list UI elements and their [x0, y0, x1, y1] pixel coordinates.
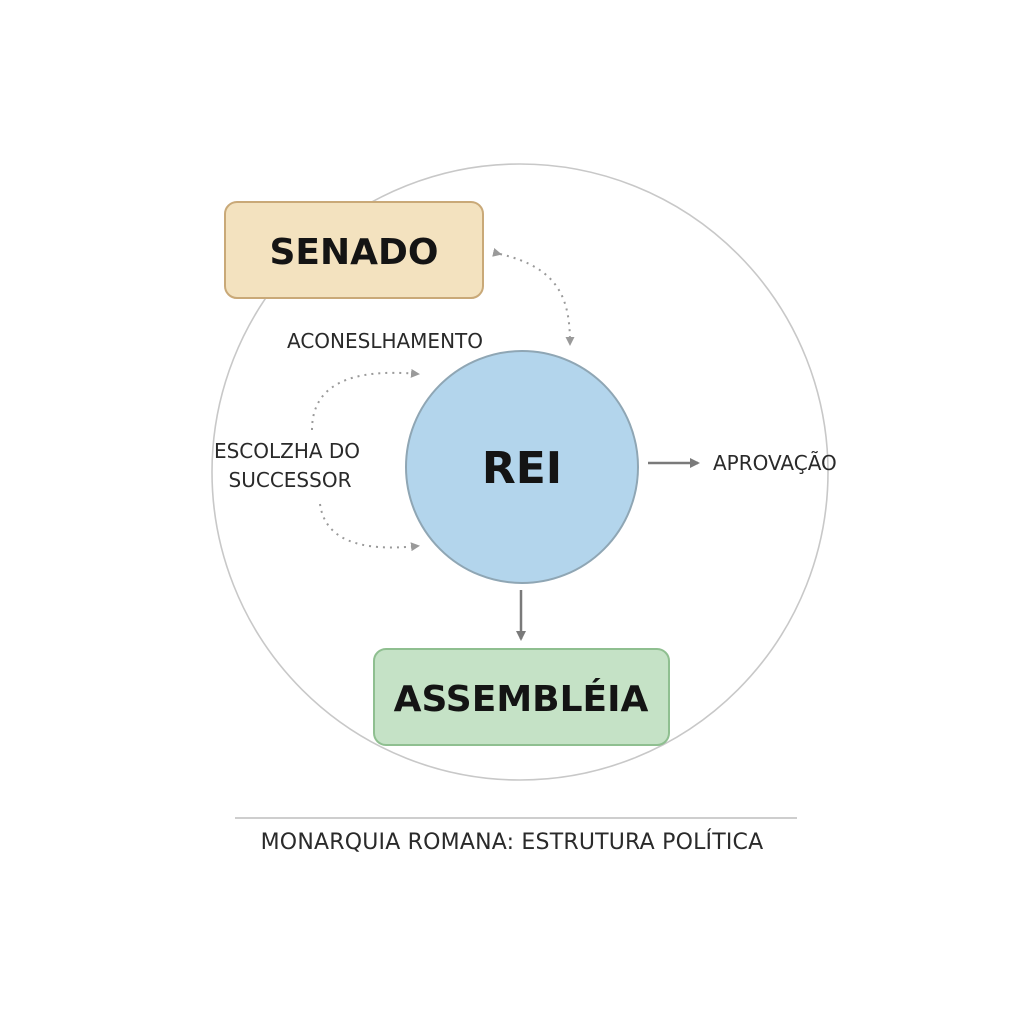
- senado-box: [224, 201, 484, 299]
- rei-circle: [405, 350, 639, 584]
- senado-label: SENADO: [270, 232, 439, 273]
- assembleia-box: [373, 648, 670, 746]
- escolha-lower-dotted-arrow: [319, 503, 420, 552]
- aconselhamento-label: ACONESLHAMENTO: [287, 329, 483, 353]
- escolha-upper-dotted-arrow: [311, 368, 420, 431]
- assembleia-node: ASSEMBLÉIA: [373, 648, 670, 746]
- assembleia-label: ASSEMBLÉIA: [394, 678, 649, 720]
- senado-rei-dotted-arrow: [492, 248, 575, 346]
- rei-label: REI: [482, 443, 562, 494]
- outer-circle: [211, 163, 829, 781]
- escolha-label-line2: SUCCESSOR: [229, 468, 352, 492]
- escolha-label-line1: ESCOLZHA DO: [214, 439, 360, 463]
- senado-node: SENADO: [224, 201, 484, 299]
- diagram-caption: MONARQUIA ROMANA: ESTRUTURA POLÍTICA: [260, 830, 764, 855]
- aprovacao-label: APROVAÇÃO: [713, 451, 837, 475]
- rei-node: REI: [405, 350, 639, 584]
